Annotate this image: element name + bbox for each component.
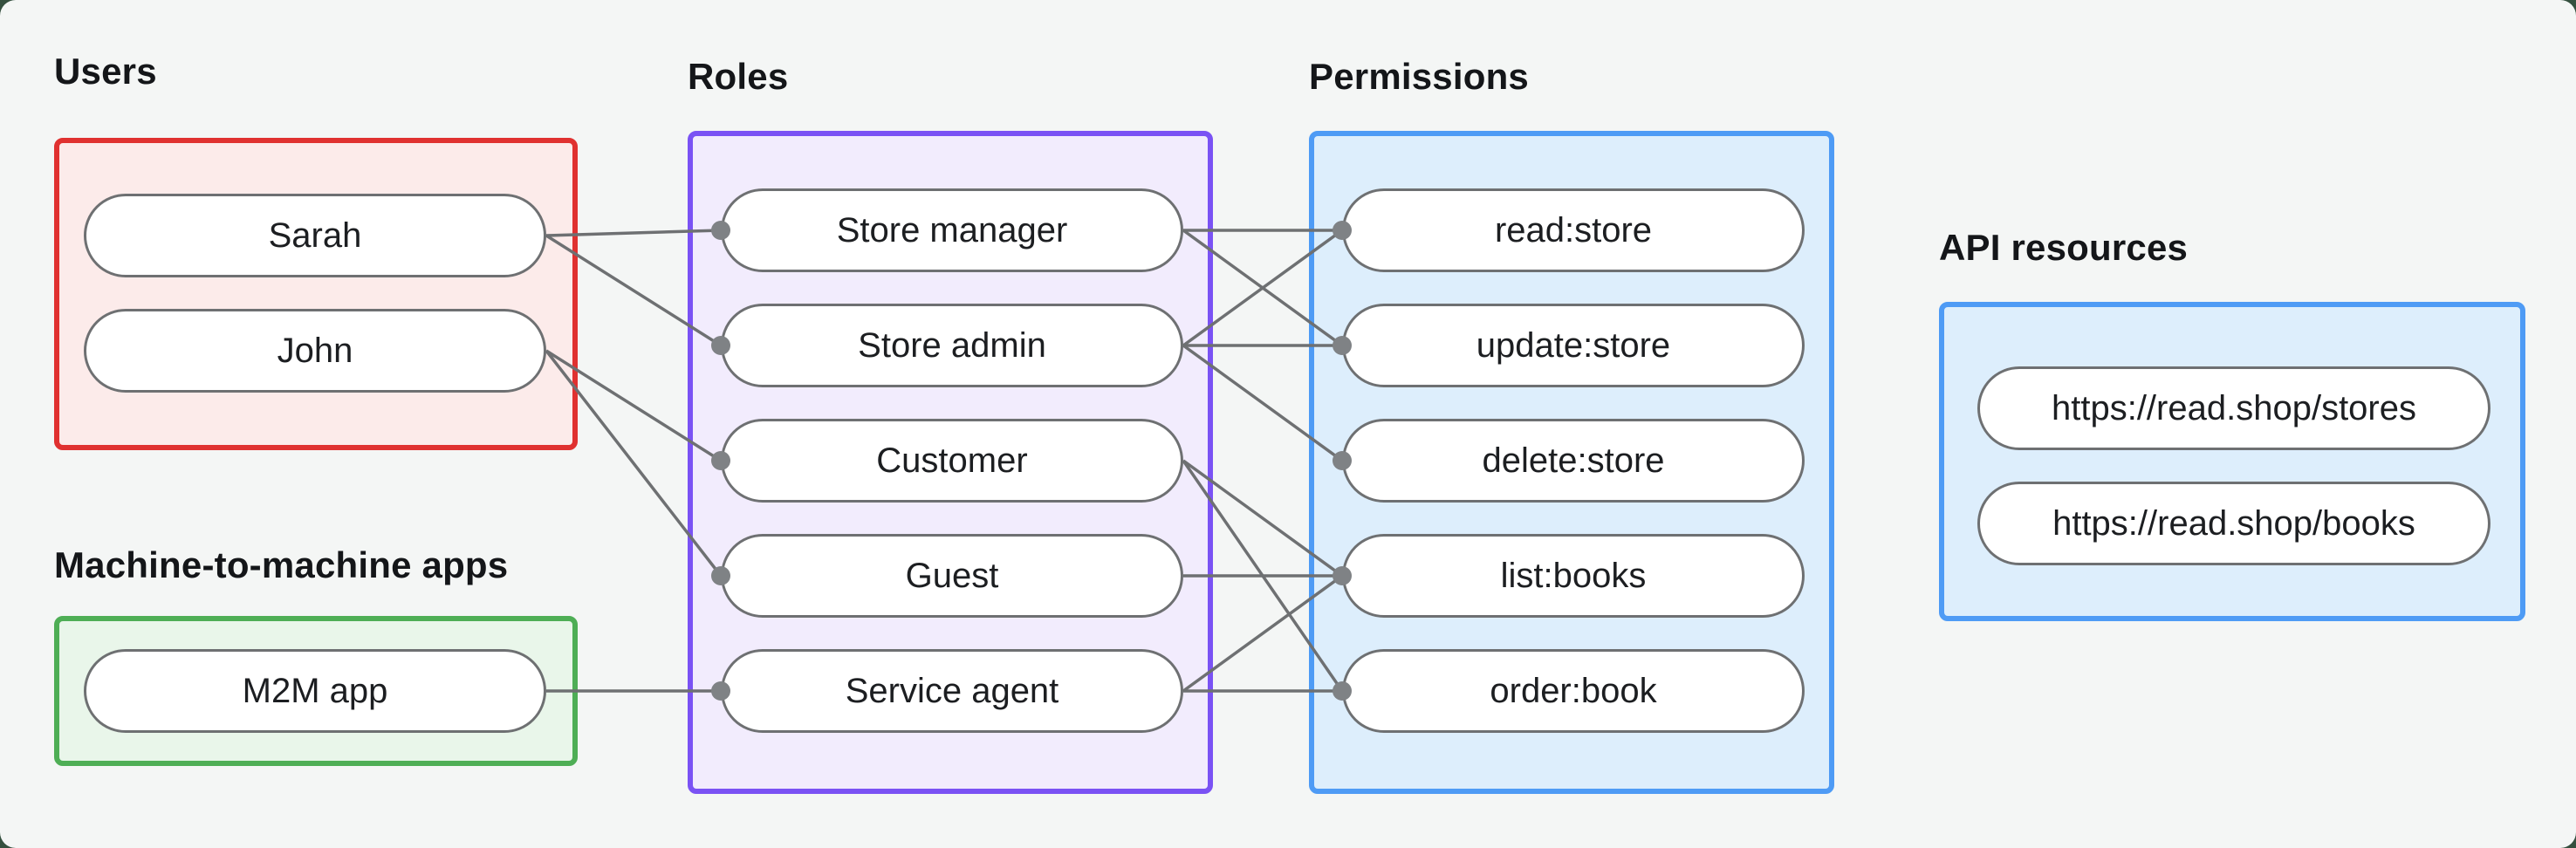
group-label-roles: Roles — [688, 56, 789, 97]
group-label-m2m: Machine-to-machine apps — [54, 544, 509, 585]
node-m2m_app: M2M app — [84, 649, 546, 733]
node-customer: Customer — [721, 419, 1183, 503]
node-sarah: Sarah — [84, 194, 546, 277]
node-store_manager: Store manager — [721, 188, 1183, 272]
node-delete_store: delete:store — [1342, 419, 1805, 503]
node-service_agent: Service agent — [721, 649, 1183, 733]
group-label-permissions: Permissions — [1309, 56, 1529, 97]
node-store_admin: Store admin — [721, 304, 1183, 387]
node-john: John — [84, 309, 546, 393]
group-box-users — [54, 138, 578, 450]
node-read_store: read:store — [1342, 188, 1805, 272]
node-update_store: update:store — [1342, 304, 1805, 387]
node-list_books: list:books — [1342, 534, 1805, 618]
node-stores_api: https://read.shop/stores — [1977, 366, 2490, 450]
node-order_book: order:book — [1342, 649, 1805, 733]
group-box-api — [1939, 302, 2525, 621]
node-guest: Guest — [721, 534, 1183, 618]
node-books_api: https://read.shop/books — [1977, 482, 2490, 565]
group-label-users: Users — [54, 51, 157, 92]
group-label-api: API resources — [1939, 227, 2189, 268]
